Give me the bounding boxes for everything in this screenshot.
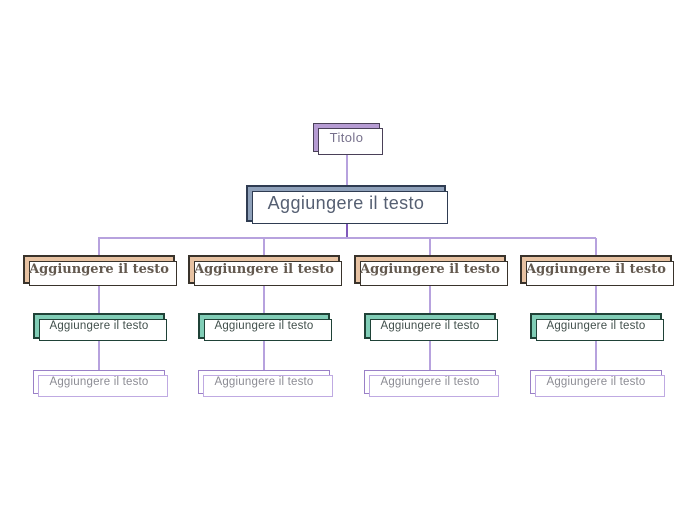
node-label: Aggiungere il testo [546,376,646,388]
connector-title-to-root [346,152,348,185]
connector-child-to-leaf-4 [595,339,597,370]
connector-branch-to-child-3 [429,284,431,313]
node-child-4[interactable]: Aggiungere il testo [530,313,664,341]
node-label: Aggiungere il testo [49,376,149,388]
connector-rail-to-branch-1 [98,238,100,255]
connector-child-to-leaf-1 [98,339,100,370]
node-label: Aggiungere il testo [49,320,149,332]
connector-rail-to-branch-2 [263,238,265,255]
connector-rail-to-branch-3 [429,238,431,255]
node-label: Aggiungere il testo [214,320,314,332]
node-leaf-3[interactable]: Aggiungere il testo [364,370,499,397]
node-label: Aggiungere il testo [546,320,646,332]
node-title[interactable]: Titolo [313,123,383,155]
node-label: Aggiungere il testo [526,262,666,277]
connector-branch-to-child-1 [98,284,100,313]
node-label: Aggiungere il testo [360,262,500,277]
connector-child-to-leaf-3 [429,339,431,370]
node-branch-3[interactable]: Aggiungere il testo [354,255,508,286]
node-label: Aggiungere il testo [29,262,169,277]
connector-rail [98,237,596,239]
node-branch-2[interactable]: Aggiungere il testo [188,255,342,286]
node-label: Aggiungere il testo [380,320,480,332]
node-child-1[interactable]: Aggiungere il testo [33,313,167,341]
node-root[interactable]: Aggiungere il testo [246,185,448,224]
node-label: Titolo [329,130,364,145]
node-branch-4[interactable]: Aggiungere il testo [520,255,674,286]
node-child-2[interactable]: Aggiungere il testo [198,313,332,341]
node-child-3[interactable]: Aggiungere il testo [364,313,498,341]
connector-branch-to-child-2 [263,284,265,313]
connector-branch-to-child-4 [595,284,597,313]
node-label: Aggiungere il testo [267,193,425,213]
connector-rail-to-branch-4 [595,238,597,255]
node-label: Aggiungere il testo [194,262,334,277]
node-label: Aggiungere il testo [380,376,480,388]
node-leaf-4[interactable]: Aggiungere il testo [530,370,665,397]
node-label: Aggiungere il testo [214,376,314,388]
node-leaf-1[interactable]: Aggiungere il testo [33,370,168,397]
connector-root-drop [346,222,348,238]
node-leaf-2[interactable]: Aggiungere il testo [198,370,333,397]
node-branch-1[interactable]: Aggiungere il testo [23,255,177,286]
connector-child-to-leaf-2 [263,339,265,370]
